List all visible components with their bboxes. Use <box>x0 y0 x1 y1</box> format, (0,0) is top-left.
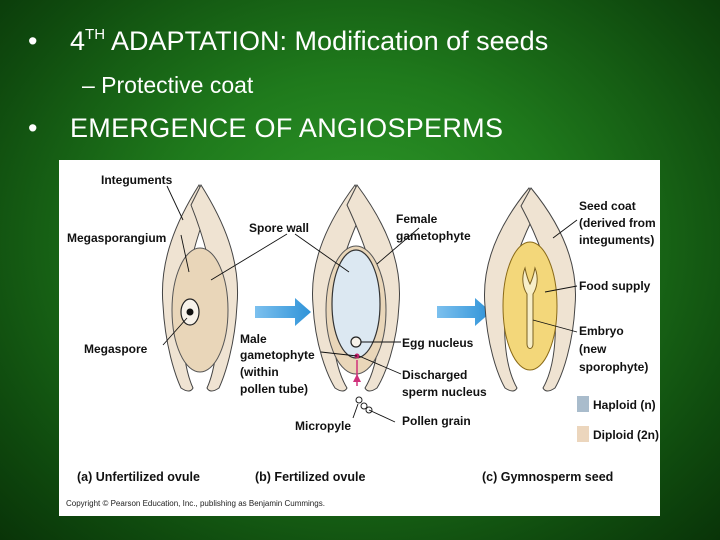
caption-b: (b) Fertilized ovule <box>255 470 365 484</box>
legend-diploid-label: Diploid (2n) <box>593 428 659 442</box>
label-micropyle: Micropyle <box>295 419 351 433</box>
label-discharged-1: Discharged <box>402 368 467 382</box>
legend-haploid-label: Haploid (n) <box>593 398 656 412</box>
fertilized-ovule <box>311 184 401 414</box>
arrow-a-to-b <box>255 298 311 326</box>
label-embryo-2: (new <box>579 342 607 356</box>
bullet-number: 4 <box>70 26 86 56</box>
leader-lines <box>162 185 578 423</box>
pollen-grain-b <box>355 396 373 414</box>
bullet-dot: • <box>28 26 38 56</box>
label-spore-wall: Spore wall <box>249 221 309 235</box>
legend-haploid-swatch <box>577 396 589 412</box>
label-embryo-1: Embryo <box>579 324 624 338</box>
egg-nucleus-b <box>350 336 362 348</box>
caption-a: (a) Unfertilized ovule <box>77 470 200 484</box>
unfertilized-ovule <box>161 183 239 392</box>
label-male-gametophyte-3: (within <box>240 365 279 379</box>
megasporangium-a <box>171 247 229 373</box>
megaspore-nucleus-a <box>186 308 194 316</box>
embryo-c <box>522 266 538 349</box>
sub-bullet-protective-coat: – Protective coat <box>82 72 254 98</box>
label-male-gametophyte-4: pollen tube) <box>240 382 308 396</box>
copyright-notice: Copyright © Pearson Education, Inc., pub… <box>66 499 325 508</box>
pollen-tube-tip-b <box>353 374 361 382</box>
label-pollen-grain: Pollen grain <box>402 414 471 428</box>
seed-diagram: Integuments Megasporangium Megaspore Spo… <box>59 160 660 516</box>
bullet-angiosperms: • EMERGENCE OF ANGIOSPERMS <box>28 113 503 144</box>
label-discharged-2: sperm nucleus <box>402 385 487 399</box>
label-male-gametophyte-2: gametophyte <box>240 348 315 362</box>
label-megaspore: Megaspore <box>84 342 148 356</box>
bullet-dot: • <box>28 113 38 143</box>
label-food-supply: Food supply <box>579 279 651 293</box>
bullet-angiosperms-text: EMERGENCE OF ANGIOSPERMS <box>70 113 504 143</box>
bullet-adaptation-text: ADAPTATION: Modification of seeds <box>105 26 549 56</box>
label-embryo-3: sporophyte) <box>579 360 648 374</box>
label-integuments: Integuments <box>101 173 173 187</box>
label-female-gametophyte-1: Female <box>396 212 438 226</box>
seed-diagram-svg: Integuments Megasporangium Megaspore Spo… <box>66 173 659 508</box>
label-seed-coat-3: integuments) <box>579 233 654 247</box>
gymnosperm-seed <box>483 187 577 392</box>
label-seed-coat-1: Seed coat <box>579 199 636 213</box>
label-seed-coat-2: (derived from <box>579 216 656 230</box>
legend-diploid-swatch <box>577 426 589 442</box>
label-egg-nucleus: Egg nucleus <box>402 336 474 350</box>
bullet-superscript: TH <box>85 26 106 43</box>
label-female-gametophyte-2: gametophyte <box>396 229 471 243</box>
caption-c: (c) Gymnosperm seed <box>482 470 613 484</box>
arrow-b-to-c <box>437 298 491 326</box>
label-megasporangium: Megasporangium <box>67 231 166 245</box>
label-male-gametophyte-1: Male <box>240 332 267 346</box>
bullet-adaptation: • 4TH ADAPTATION: Modification of seeds <box>28 26 548 57</box>
